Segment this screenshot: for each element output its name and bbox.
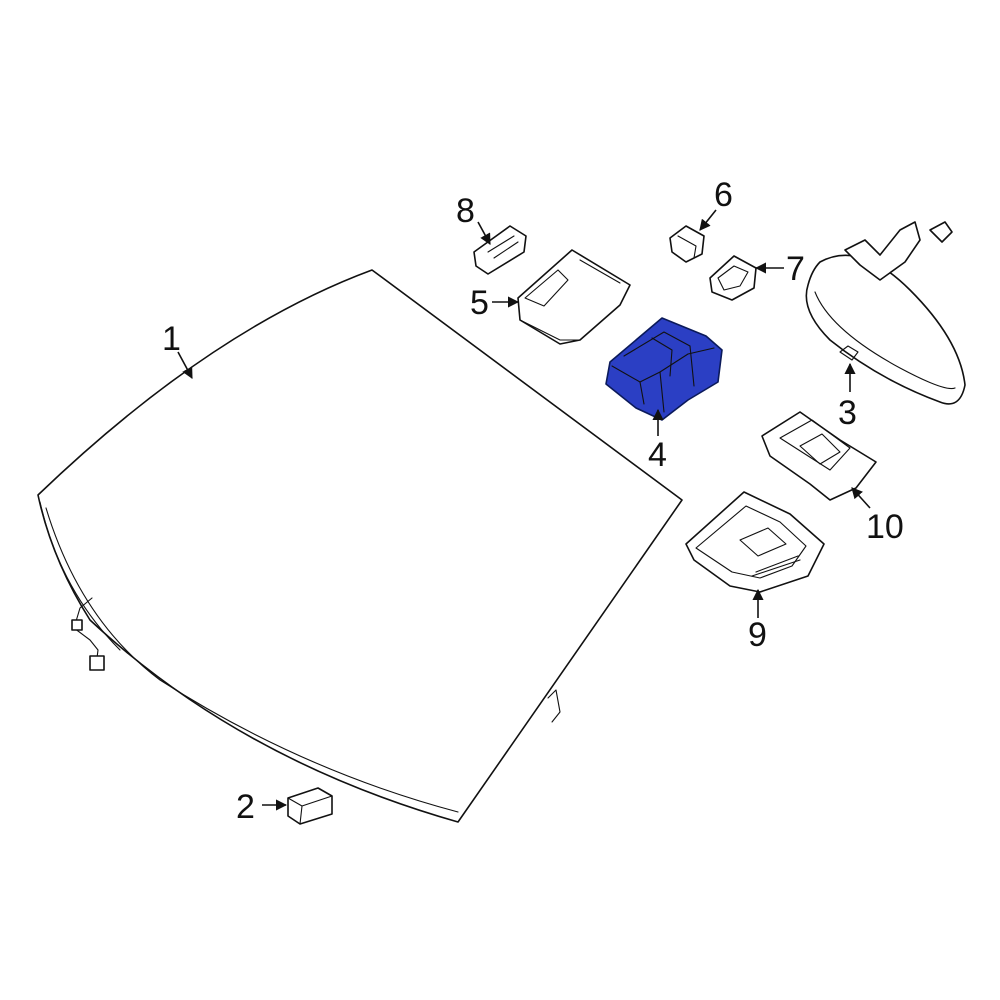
- camera-bracket-part-highlighted[interactable]: [605, 317, 723, 421]
- callout-10: 10: [866, 508, 904, 546]
- callout-4: 4: [648, 436, 667, 474]
- leader-6: [699, 209, 717, 231]
- callout-8: 8: [456, 192, 475, 230]
- overhead-console-part[interactable]: [685, 491, 825, 593]
- sensor-block-part[interactable]: [287, 787, 333, 825]
- bracket-part-10[interactable]: [761, 411, 877, 501]
- rearview-mirror-part[interactable]: [805, 221, 966, 405]
- sensor-part-7[interactable]: [709, 255, 757, 301]
- leader-10: [851, 487, 871, 509]
- callout-3: 3: [838, 394, 857, 432]
- windshield-part[interactable]: [37, 269, 683, 823]
- leader-8: [477, 221, 491, 245]
- mount-plate-part[interactable]: [517, 249, 631, 345]
- callout-9: 9: [748, 616, 767, 654]
- callout-5: 5: [470, 284, 489, 322]
- callout-6: 6: [714, 176, 733, 214]
- leader-1: [177, 351, 193, 379]
- callout-1: 1: [162, 320, 181, 358]
- callout-2: 2: [236, 788, 255, 826]
- callout-7: 7: [786, 250, 805, 288]
- clip-part-6[interactable]: [669, 225, 705, 263]
- connector-part-8[interactable]: [473, 225, 527, 275]
